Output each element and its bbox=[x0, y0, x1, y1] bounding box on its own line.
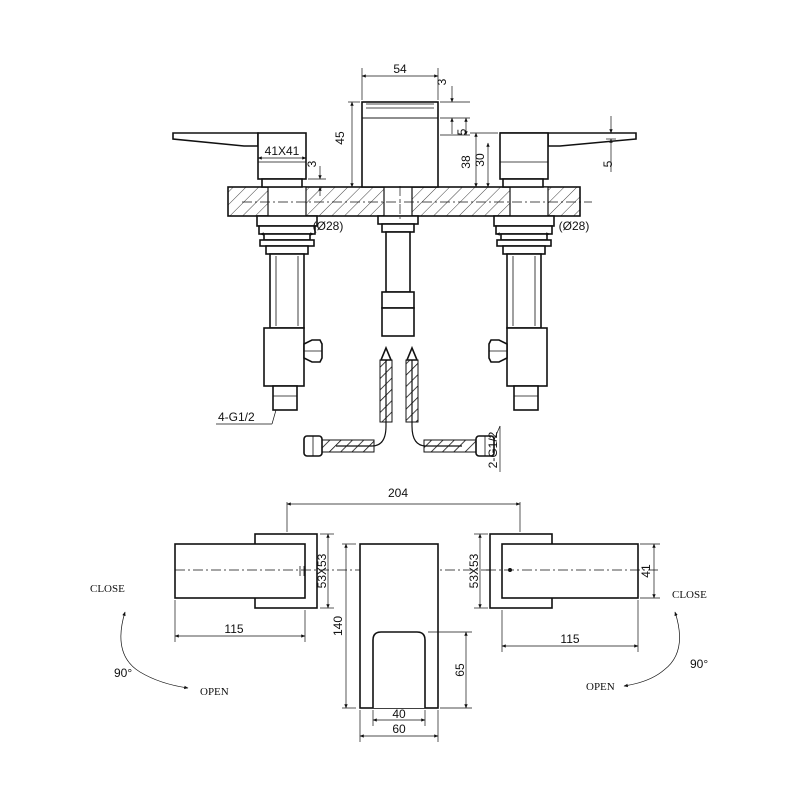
right-valve bbox=[488, 215, 555, 411]
thread-callouts: 4-G1/2 2-G1/2 bbox=[216, 409, 501, 472]
dim-handle-size-label: 41X41 bbox=[265, 144, 300, 158]
right-open-label: OPEN bbox=[586, 681, 615, 693]
dim-spout-right: 3 5 bbox=[435, 78, 470, 136]
dim-spout-outlet-label: 65 bbox=[453, 663, 467, 677]
dim-left-length-label: 115 bbox=[224, 622, 243, 636]
dim-holes: (Ø28) (Ø28) bbox=[259, 219, 590, 236]
dim-spout-width-label: 54 bbox=[393, 62, 407, 76]
dim-spout-width-plan-label: 60 bbox=[392, 722, 406, 736]
plan-view: 204 53X53 115 53X53 bbox=[90, 486, 708, 742]
dim-hole-right-label: (Ø28) bbox=[559, 219, 590, 233]
dim-hole-left-label: (Ø28) bbox=[313, 219, 344, 233]
right-handle-plan: 53X53 41 115 bbox=[467, 533, 660, 652]
left-close-label: CLOSE bbox=[90, 583, 125, 595]
spout-body bbox=[361, 101, 439, 188]
spout-shank bbox=[377, 215, 419, 337]
deck-section bbox=[227, 186, 581, 217]
flex-hoses bbox=[303, 345, 495, 457]
left-open-label: OPEN bbox=[200, 686, 229, 698]
right-close-label: CLOSE bbox=[672, 589, 707, 601]
dim-right-heights: 38 30 bbox=[459, 132, 498, 188]
left-handle-plan: 53X53 115 bbox=[174, 533, 520, 642]
dim-centers: 204 bbox=[286, 486, 521, 532]
dim-right-length-label: 115 bbox=[560, 632, 579, 646]
left-rotation: CLOSE 90° OPEN bbox=[90, 583, 229, 698]
dim-spout-width: 54 bbox=[361, 62, 439, 100]
left-angle-label: 90° bbox=[114, 666, 132, 680]
spout-plan: 140 65 40 60 bbox=[331, 543, 472, 742]
dim-lever-thickness-label: 5 bbox=[601, 160, 615, 167]
dim-lever-thickness: 5 bbox=[601, 116, 616, 172]
dim-body-height-label: 30 bbox=[473, 153, 487, 167]
dim-top-gap-label: 3 bbox=[435, 78, 449, 85]
right-angle-label: 90° bbox=[690, 657, 708, 671]
thread-hoses-label: 2-G1/2 bbox=[486, 431, 500, 468]
dim-right-plate-label: 53X53 bbox=[467, 553, 481, 588]
left-valve bbox=[256, 215, 323, 411]
dim-spout-depth-label: 140 bbox=[331, 616, 345, 636]
front-elevation-view: 54 3 5 45 41X41 3 bbox=[172, 62, 637, 472]
dim-spout-height: 45 bbox=[333, 101, 360, 188]
thread-valves-label: 4-G1/2 bbox=[218, 410, 255, 424]
right-rotation: CLOSE 90° OPEN bbox=[586, 589, 708, 693]
left-handle bbox=[172, 132, 307, 188]
dim-handle-size: 41X41 3 bbox=[257, 144, 326, 196]
right-handle bbox=[499, 132, 637, 188]
dim-left-plate-label: 53X53 bbox=[315, 553, 329, 588]
dim-handle-gap-label: 3 bbox=[305, 160, 319, 167]
dim-handle-height-label: 38 bbox=[459, 155, 473, 169]
dim-right-lever-label: 41 bbox=[639, 564, 653, 578]
dim-outlet-width-label: 40 bbox=[392, 707, 406, 721]
dim-step-label: 5 bbox=[455, 128, 469, 135]
dim-centers-label: 204 bbox=[388, 486, 408, 500]
dim-spout-height-label: 45 bbox=[333, 131, 347, 145]
